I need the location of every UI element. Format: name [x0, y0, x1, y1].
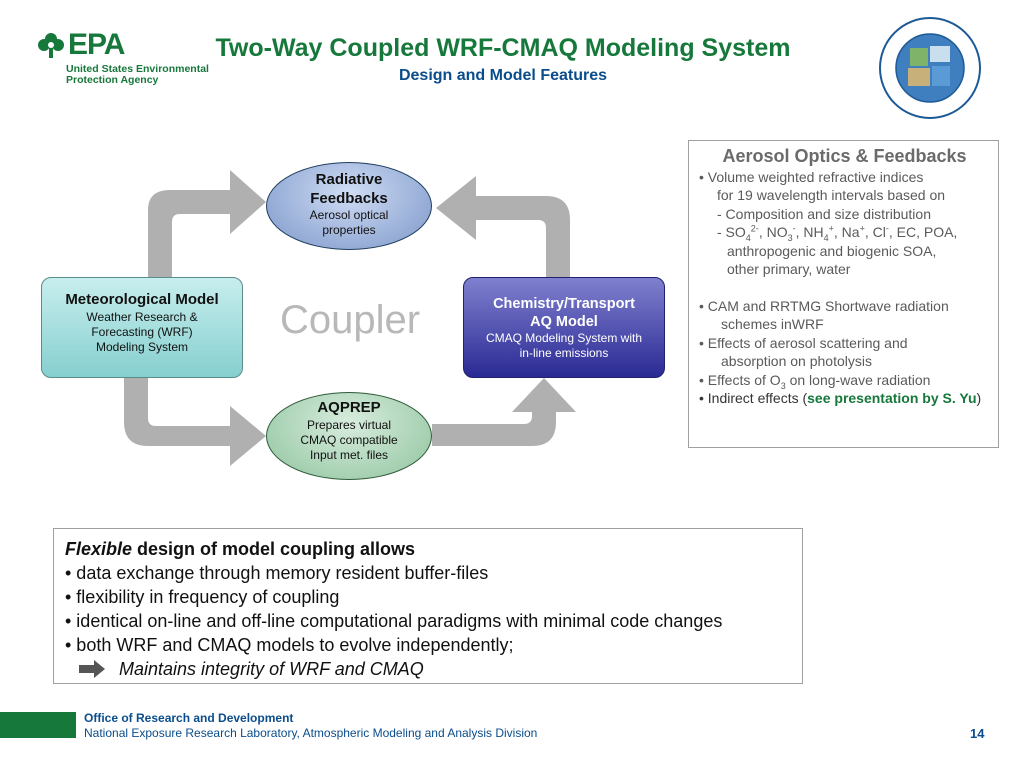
panel-line: - Composition and size distribution	[717, 205, 931, 222]
presentation-link[interactable]: see presentation by S. Yu	[807, 390, 977, 406]
notes-item: • both WRF and CMAQ models to evolve ind…	[65, 635, 514, 655]
panel-line: for 19 wavelength intervals based on	[717, 187, 946, 203]
arrow-met-to-rad	[148, 170, 266, 277]
panel-line: other primary, water	[727, 261, 851, 277]
notes-heading-em: Flexible	[65, 539, 133, 559]
design-notes-box: Flexible design of model coupling allows…	[53, 528, 803, 684]
epa-logo: EPA United States Environmental Protecti…	[36, 28, 209, 100]
right-arrow-icon	[79, 660, 105, 678]
footer-lab: National Exposure Research Laboratory, A…	[84, 726, 538, 740]
agency-full-name: United States Environmental Protection A…	[66, 63, 209, 86]
chemistry-transport-box: Chemistry/Transport AQ Model CMAQ Modeli…	[463, 277, 665, 378]
slide-title: Two-Way Coupled WRF-CMAQ Modeling System	[215, 34, 791, 62]
chem-title: Chemistry/Transport	[493, 296, 635, 312]
arrow-aqprep-to-chem	[432, 378, 576, 446]
met-line: Forecasting (WRF)	[91, 324, 193, 339]
aqprep-line: CMAQ compatible	[300, 432, 398, 447]
panel-line: schemes inWRF	[721, 316, 824, 332]
aqprep-line: Input met. files	[309, 447, 389, 462]
panel-text: • Indirect effects (	[699, 390, 808, 406]
aerosol-optics-panel: Aerosol Optics & Feedbacks • Volume weig…	[688, 140, 999, 448]
footer-bar	[0, 712, 76, 738]
rad-line: properties	[322, 223, 376, 237]
panel-text: on long-wave radiation	[785, 371, 931, 388]
coupler-label: Coupler	[280, 298, 421, 342]
conclusion-text: Maintains integrity of WRF and CMAQ	[119, 659, 424, 679]
panel-text: • Effects of O	[699, 371, 781, 388]
notes-item: • flexibility in frequency of coupling	[65, 587, 340, 607]
notes-item: • identical on-line and off-line computa…	[65, 611, 723, 631]
panel-line: • Indirect effects (see presentation by …	[699, 389, 990, 408]
met-line: Modeling System	[95, 339, 189, 354]
panel-title: Aerosol Optics & Feedbacks	[722, 146, 967, 166]
panel-line: absorption on photolysis	[721, 353, 872, 369]
arrow-chem-to-rad	[436, 176, 570, 277]
meteorological-model-box: Meteorological Model Weather Research & …	[41, 277, 243, 378]
notes-heading: Flexible design of model coupling allows	[65, 537, 802, 561]
panel-line: • Effects of aerosol scattering and	[699, 334, 908, 351]
panel-text: Volume weighted refractive indices	[707, 168, 924, 185]
chem-line: in-line emissions	[519, 346, 609, 361]
arrow-met-to-aqprep	[124, 378, 266, 466]
notes-conclusion: Maintains integrity of WRF and CMAQ	[65, 657, 802, 681]
panel-line: • Effects of O3 on long-wave radiation	[699, 371, 931, 391]
notes-item: • data exchange through memory resident …	[65, 563, 489, 583]
rad-line: Aerosol optical	[309, 208, 389, 222]
epa-flower-icon	[38, 33, 64, 58]
panel-line: • Volume weighted refractive indices	[699, 168, 924, 185]
rad-title: Feedbacks	[310, 190, 388, 207]
chem-line: CMAQ Modeling System with	[485, 331, 643, 346]
panel-text: - SO	[717, 224, 746, 240]
panel-text: , EC, POA,	[888, 224, 958, 240]
slide-subtitle: Design and Model Features	[398, 67, 608, 84]
coupling-arrows	[124, 170, 576, 466]
panel-line: • CAM and RRTMG Shortwave radiation	[699, 297, 949, 314]
panel-text: )	[976, 390, 982, 406]
chem-title: AQ Model	[530, 314, 598, 331]
met-title: Meteorological Model	[65, 291, 219, 308]
division-seal-icon	[879, 17, 981, 119]
met-line: Weather Research &	[86, 309, 198, 324]
aqprep-ellipse: AQPREP Prepares virtual CMAQ compatible …	[266, 392, 432, 480]
agency-name: EPA	[68, 28, 125, 61]
panel-line-ions: - SO42-, NO3-, NH4+, Na+, Cl-, EC, POA,	[717, 223, 958, 243]
coupling-diagram: Coupler Meteorological Model Weather Res…	[30, 150, 680, 480]
notes-heading-text: design of model coupling allows	[132, 539, 416, 559]
panel-line: anthropogenic and biogenic SOA,	[727, 242, 937, 259]
rad-title: Radiative	[315, 171, 383, 188]
aqprep-line: Prepares virtual	[306, 417, 392, 432]
radiative-feedbacks-ellipse: Radiative Feedbacks Aerosol optical prop…	[266, 162, 432, 250]
aqprep-title: AQPREP	[317, 399, 381, 416]
footer-office: Office of Research and Development	[84, 711, 294, 725]
page-number: 14	[970, 726, 985, 741]
